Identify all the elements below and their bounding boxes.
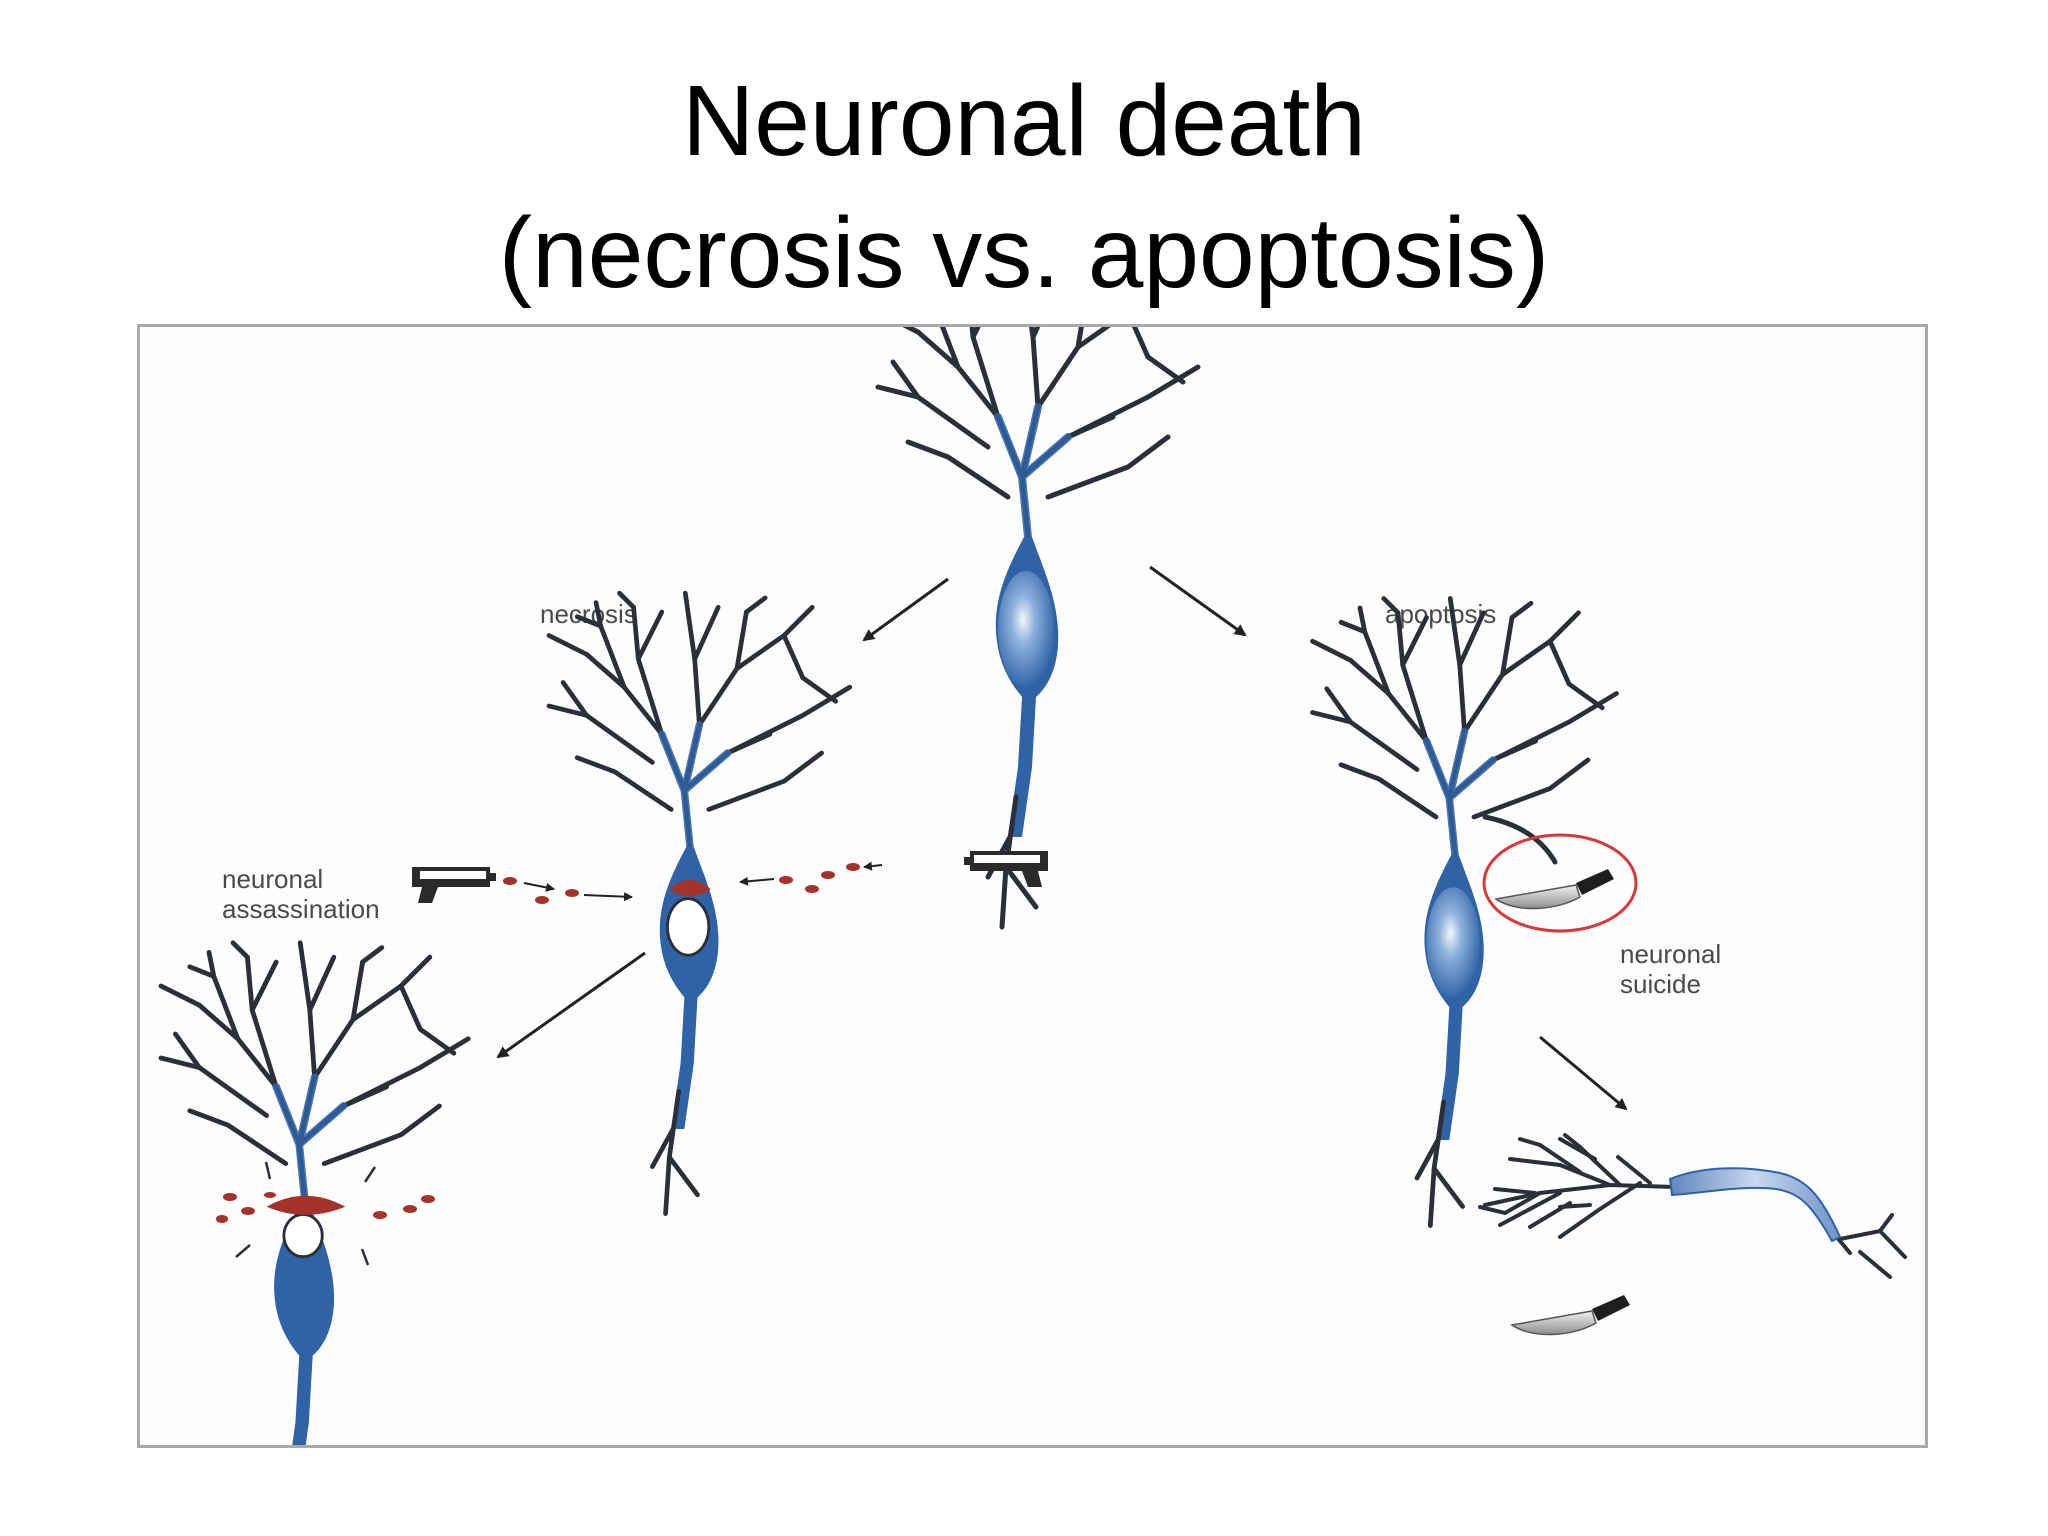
bullets-icon	[503, 863, 860, 904]
arrow-to-necrotic-death	[496, 951, 646, 1059]
apoptotic-neuron-dead	[1478, 1133, 1907, 1279]
necrosis-neuron	[549, 593, 850, 1213]
highlight-circle	[1482, 833, 1638, 933]
title-line-1: Neuronal death	[682, 65, 1366, 177]
suicide-label-line2: suicide	[1620, 969, 1701, 999]
apoptosis-neuron	[1313, 599, 1617, 1226]
arrow-to-apoptotic-death	[1539, 1035, 1628, 1111]
arrow-to-necrosis	[862, 577, 949, 642]
assassination-label-line2: assassination	[222, 894, 380, 924]
arrow-to-apoptosis	[1149, 565, 1247, 637]
knife-icon-dropped	[1511, 1294, 1631, 1336]
necrotic-neuron	[161, 943, 468, 1445]
figure-frame: necrosis apoptosis neuronal	[137, 324, 1928, 1448]
healthy-neuron	[878, 327, 1198, 927]
necrosis-label: necrosis	[540, 599, 637, 629]
knife-icon-in-hand	[1495, 868, 1615, 910]
title-line-2: (necrosis vs. apoptosis)	[498, 197, 1550, 309]
pistol-icon-left	[412, 867, 496, 903]
suicide-label-line1: neuronal	[1620, 939, 1721, 969]
slide-title: Neuronal death (necrosis vs. apoptosis)	[0, 55, 2048, 319]
debris-icon	[216, 1192, 435, 1223]
assassination-label-line1: neuronal	[222, 864, 323, 894]
neuronal-death-diagram: necrosis apoptosis neuronal	[140, 327, 1907, 1445]
